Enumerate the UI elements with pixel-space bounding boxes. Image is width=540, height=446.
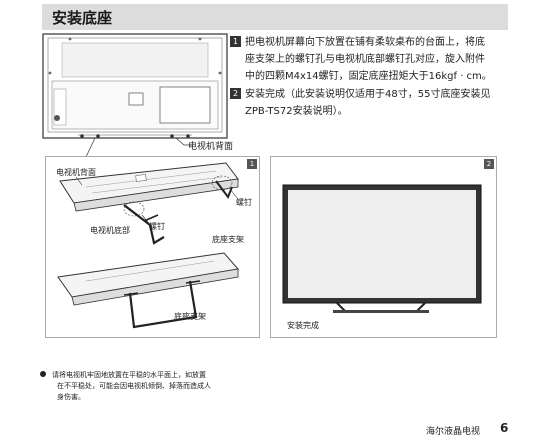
callout-lines — [85, 137, 193, 158]
panel-1-illustration — [57, 162, 239, 329]
label-screw-mid: 螺钉 — [149, 222, 165, 231]
panel-2-tag: 2 — [484, 159, 494, 169]
label-stand-top: 底座支架 — [212, 235, 244, 244]
section-header: 安装底座 — [42, 4, 508, 30]
step-1: 1 把电视机屏幕向下放置在铺有柔软桌布的台面上，将底 座支架上的螺钉孔与电视机底部… — [230, 34, 510, 85]
step-number-1: 1 — [230, 36, 241, 47]
section-title: 安装底座 — [52, 9, 113, 27]
panel-1-tag: 1 — [247, 159, 257, 169]
step-1-line2: 座支架上的螺钉孔与电视机底部螺钉孔对应，旋入附件 — [245, 54, 485, 65]
label-tv-back-top: 电视机背面 — [188, 142, 234, 152]
label-screw-right: 螺钉 — [236, 198, 252, 207]
panel-2: 2 安装完成 — [270, 156, 497, 338]
note-line3: 身伤害。 — [57, 393, 85, 401]
label-stand-bottom: 底座支架 — [174, 312, 206, 321]
note-line1: 请将电视机牢固地放置在平稳的水平面上，如放置 — [52, 371, 206, 379]
step-2-line1: 安装完成（此安装说明仅适用于48寸，55寸底座安装见 — [245, 89, 491, 100]
panel-2-illustration — [282, 184, 482, 313]
label-install-done: 安装完成 — [287, 321, 319, 330]
note-line2: 在不平稳处，可能会因电视机倾倒、掉落而造成人 — [57, 382, 211, 390]
step-1-line3: 中的四颗M4x14螺钉，固定底座扭矩大于16kgf · cm。 — [245, 71, 492, 82]
panel-1: 1 电视机背面 螺钉 螺钉 电视机底部 底座支架 底座支架 — [45, 156, 260, 338]
bullet-icon — [40, 371, 46, 377]
footer-brand: 海尔液晶电视 — [426, 427, 481, 437]
safety-note: 请将电视机牢固地放置在平稳的水平面上，如放置 在不平稳处，可能会因电视机倾倒、掉… — [40, 370, 211, 403]
tv-back-illustration — [42, 33, 228, 139]
step-2: 2 安装完成（此安装说明仅适用于48寸，55寸底座安装见 ZPB-TS72安装说明… — [230, 86, 510, 120]
label-tv-bottom: 电视机底部 — [90, 226, 130, 235]
step-1-line1: 把电视机屏幕向下放置在铺有柔软桌布的台面上，将底 — [245, 37, 485, 48]
step-2-line2: ZPB-TS72安装说明）。 — [245, 106, 348, 117]
page-number: 6 — [500, 421, 509, 435]
label-tv-back-left: 电视机背面 — [56, 168, 96, 177]
step-number-2: 2 — [230, 88, 241, 99]
